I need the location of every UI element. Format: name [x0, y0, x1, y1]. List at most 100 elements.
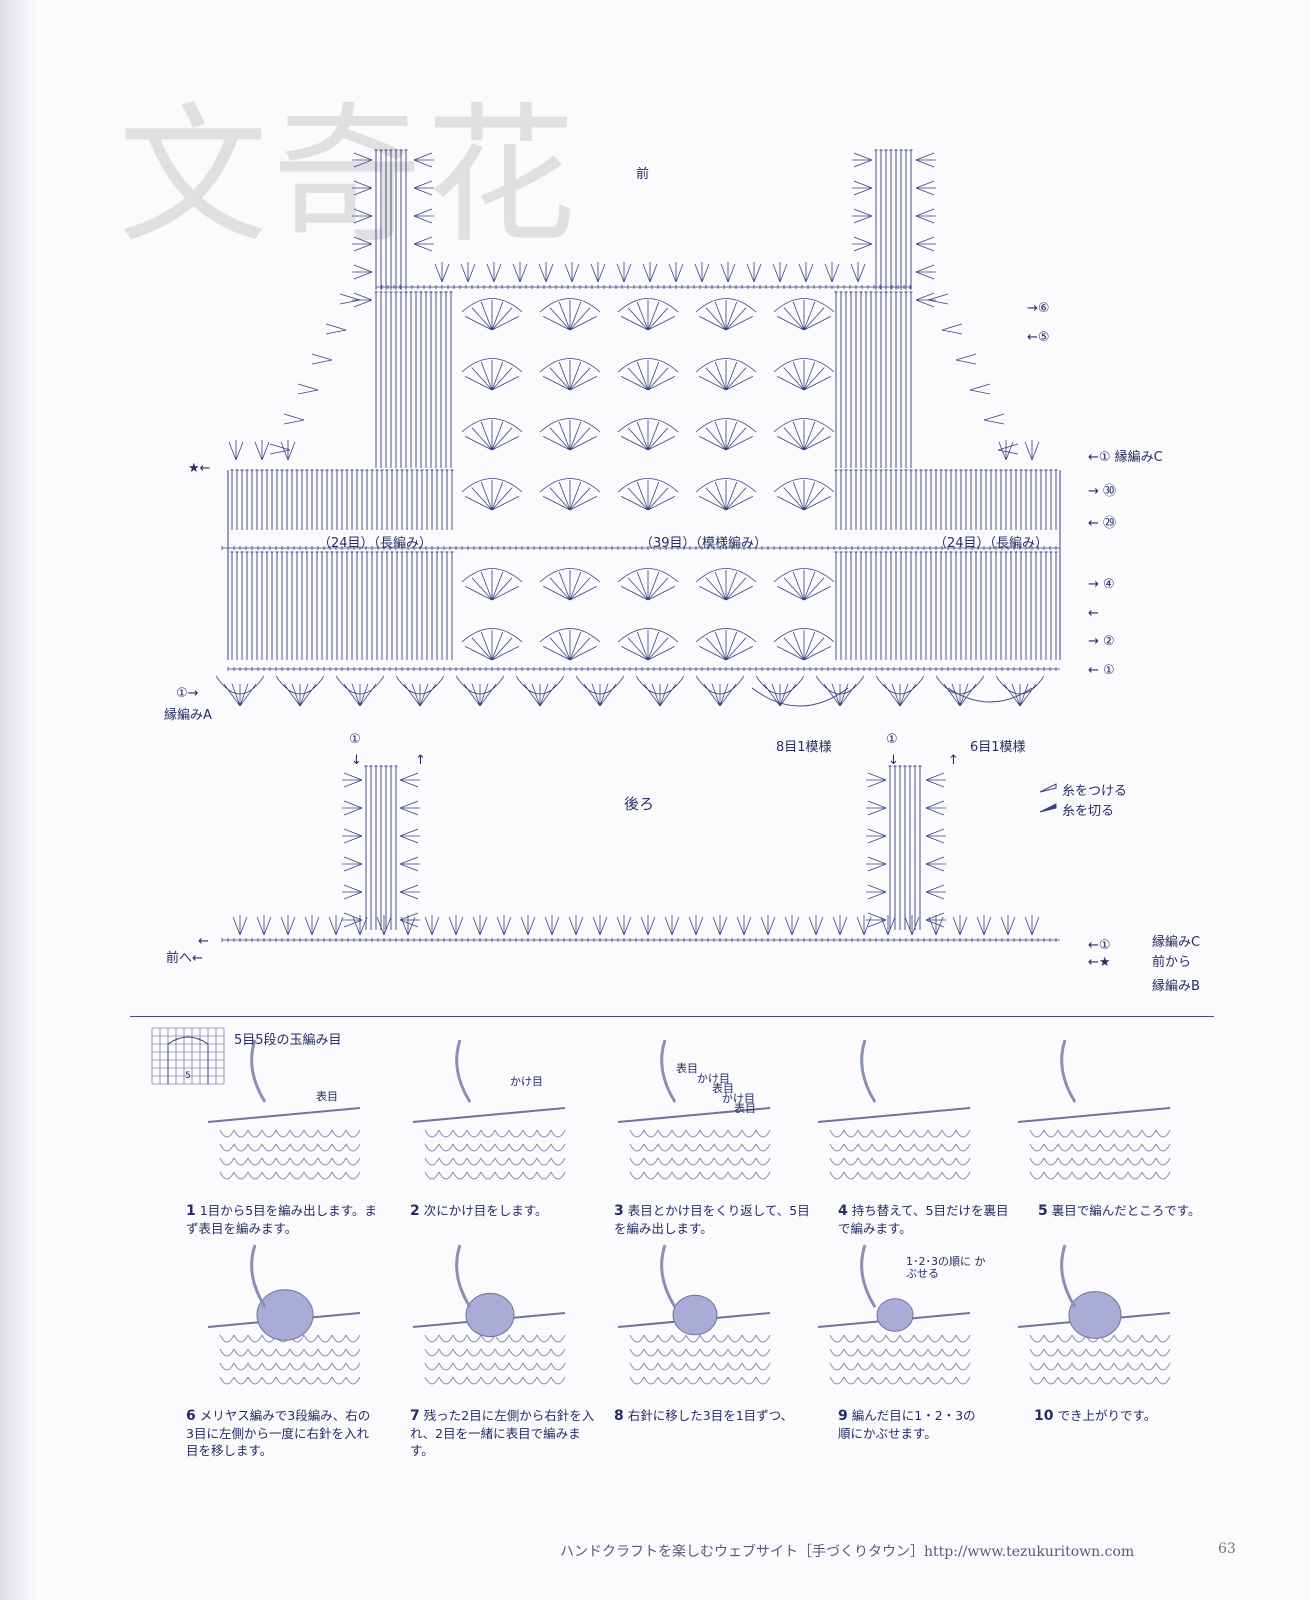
- row-marker-5: ←⑤: [1027, 330, 1050, 345]
- fan-upper-2-1: [539, 418, 601, 451]
- edging-c-back: [232, 915, 1040, 936]
- strap-back-left: [364, 765, 398, 930]
- bottom-right-star: ←★: [1088, 955, 1111, 970]
- strap-front-right-inner: [852, 152, 873, 252]
- fan-lower-1-4: [773, 628, 835, 661]
- callout-s9: 1･2･3の順に かぶせる: [906, 1255, 986, 1280]
- fan-upper-1-1: [539, 358, 601, 391]
- fan-upper-3-2: [617, 478, 679, 511]
- edging-b-label: 縁編みB: [1152, 979, 1200, 994]
- armhole-right-edging: [927, 293, 1019, 455]
- tutorial-title: 5目5段の玉編み目: [234, 1033, 342, 1048]
- callout-s3c: 表目: [712, 1082, 734, 1095]
- front-label: 前: [636, 167, 650, 182]
- strap-right-num: ①: [886, 732, 898, 747]
- strap-back-right: [888, 765, 922, 930]
- row-marker-1: ← ①: [1088, 663, 1115, 678]
- strap-front-left: [374, 149, 408, 290]
- attach-yarn-icon: [1039, 783, 1057, 793]
- from-front-label: 前から: [1152, 955, 1192, 970]
- fan-lower-1-1: [539, 628, 601, 661]
- fabric-step-4: [817, 1039, 971, 1180]
- fabric-step-2: [412, 1039, 566, 1180]
- strap-left-arrow-up: ↑: [415, 753, 426, 768]
- chain-row-upper: [375, 285, 912, 289]
- fan-upper-3-3: [695, 478, 757, 511]
- fan-lower-1-3: [695, 628, 757, 661]
- fan-upper-3-0: [461, 478, 523, 511]
- callout-s3b: かけ目: [697, 1072, 730, 1085]
- edging-a-label: 縁編みA: [164, 708, 212, 723]
- fan-upper-2-4: [773, 418, 835, 451]
- chain-row-mid: [221, 546, 1060, 550]
- fabric-step-7: [412, 1244, 566, 1385]
- row-marker-2: → ②: [1088, 634, 1115, 649]
- strap-left-arrow-down: ↓: [351, 753, 362, 768]
- dc-block-left-top: [230, 469, 454, 530]
- grid-number: 5: [185, 1071, 191, 1081]
- watermark: 文奇花: [118, 90, 581, 264]
- page-number: 63: [1218, 1541, 1236, 1557]
- section-center-label: （39目）（模様編み）: [640, 536, 768, 551]
- pattern-6-label: 6目1模様: [970, 740, 1026, 755]
- dc-block-left-upper: [374, 291, 453, 468]
- book-spine-shadow: [0, 0, 38, 1600]
- strap-left-num: ①: [349, 732, 361, 747]
- fabric-step-10: [1017, 1244, 1171, 1385]
- row-marker-29: ← ㉙: [1088, 516, 1117, 531]
- chain-row-base: [227, 667, 1060, 671]
- crochet-chart: [215, 149, 1061, 942]
- callout-s3d: かけ目: [722, 1092, 755, 1105]
- fabric-step-6: [207, 1244, 361, 1385]
- fan-lower-1-2: [617, 628, 679, 661]
- row-marker-3: ←: [1088, 606, 1099, 621]
- left-start-marker: ①→: [176, 686, 199, 701]
- bobble-grid-outline: [167, 1036, 209, 1084]
- section-right-label: （24目）（長編み）: [934, 536, 1049, 551]
- strap-front-left-inner: [413, 152, 434, 252]
- fan-upper-2-3: [695, 418, 757, 451]
- section-left-label: （24目）（長編み）: [318, 536, 433, 551]
- legend-cut-label: 糸を切る: [1062, 804, 1115, 819]
- dc-block-right-upper: [834, 291, 913, 468]
- fabric-step-1: [207, 1039, 361, 1180]
- callout-s3e: 表目: [734, 1102, 756, 1115]
- fan-lower-0-2: [617, 568, 679, 601]
- callout-s3a: 表目: [676, 1062, 698, 1075]
- fan-upper-1-4: [773, 358, 835, 391]
- strap-back-left-outer: [342, 772, 363, 928]
- back-label: 後ろ: [624, 795, 655, 813]
- fabric-step-9: [817, 1244, 971, 1385]
- fabric-step-5: [1017, 1039, 1171, 1180]
- row-marker-30: → ㉚: [1088, 484, 1117, 499]
- fan-upper-1-2: [617, 358, 679, 391]
- strap-right-arrow-up: ↑: [948, 753, 959, 768]
- dc-block-right-bottom: [834, 551, 1058, 660]
- bottom-arrow-left: ←: [198, 934, 209, 949]
- strap-front-right: [874, 149, 913, 290]
- row-marker-4: → ④: [1088, 577, 1115, 592]
- fan-lower-0-3: [695, 568, 757, 601]
- strap-right-arrow-down: ↓: [888, 753, 899, 768]
- fan-upper-2-0: [461, 418, 523, 451]
- dc-block-left-bottom: [230, 551, 454, 660]
- strap-front-left-outer: [352, 152, 373, 308]
- strap-front-right-outer: [915, 152, 936, 308]
- legend-attach-label: 糸をつける: [1062, 784, 1128, 799]
- edging-c-label: 縁編みC: [1152, 935, 1201, 950]
- fan-upper-3-4: [773, 478, 835, 511]
- fan-upper-3-1: [539, 478, 601, 511]
- body-side-outline: [227, 470, 1061, 660]
- fan-upper-1-0: [461, 358, 523, 391]
